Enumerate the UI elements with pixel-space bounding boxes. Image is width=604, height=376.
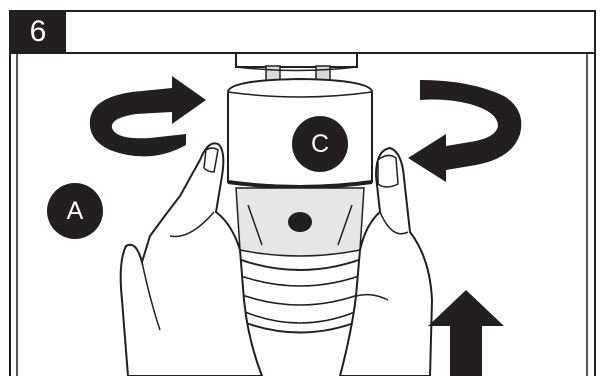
push-up-arrow-icon [428, 290, 504, 376]
label-a: A [47, 183, 103, 239]
label-c: C [292, 116, 348, 172]
ceiling-mount [236, 53, 357, 82]
filter-housing [228, 188, 372, 333]
rotate-counterclockwise-arrow-icon [408, 80, 521, 182]
step-number: 6 [10, 11, 66, 53]
rotate-clockwise-arrow-icon [90, 76, 206, 156]
